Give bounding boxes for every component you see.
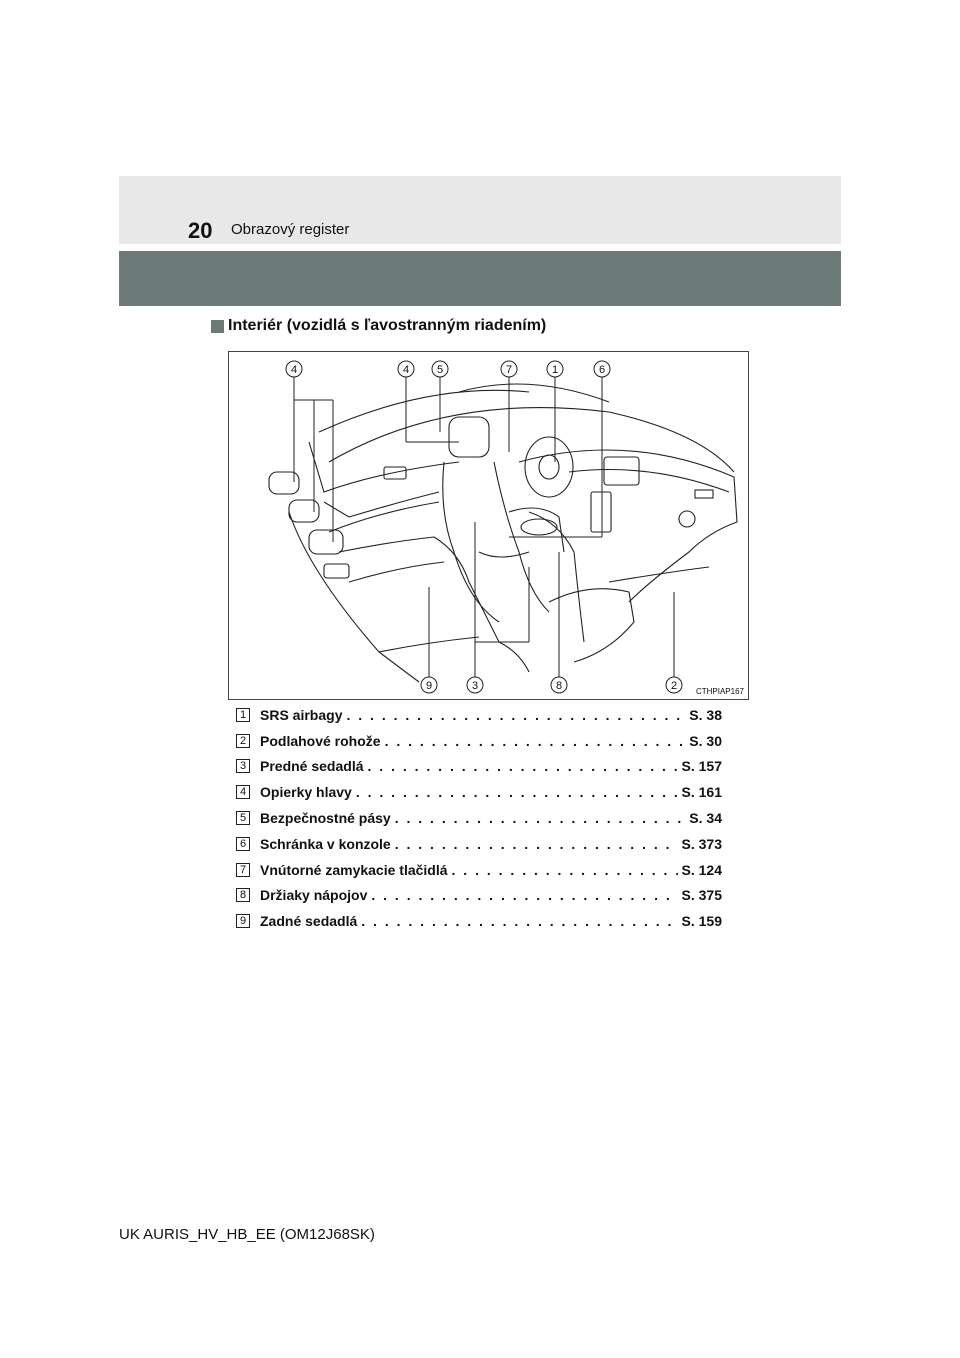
item-label: Opierky hlavy bbox=[260, 784, 352, 801]
header-bar bbox=[119, 176, 841, 244]
item-page-ref[interactable]: S. 30 bbox=[689, 732, 722, 749]
leader-dots: . . . . . . . . . . . . . . . . . . . . … bbox=[451, 861, 678, 878]
leader-dots: . . . . . . . . . . . . . . . . . . . . … bbox=[371, 887, 677, 904]
callout-label: 5 bbox=[437, 364, 443, 376]
item-number: 4 bbox=[236, 785, 250, 800]
list-item: 7 Vnútorné zamykacie tlačidlá . . . . . … bbox=[236, 857, 722, 883]
callout-label: 4 bbox=[291, 364, 297, 376]
item-page-ref[interactable]: S. 157 bbox=[681, 758, 722, 775]
leader-dots: . . . . . . . . . . . . . . . . . . . . … bbox=[361, 913, 677, 930]
item-label: SRS airbagy bbox=[260, 706, 343, 723]
leader-dots: . . . . . . . . . . . . . . . . . . . . … bbox=[346, 706, 685, 723]
page-heading-text: Interiér (vozidlá s ľavostranným riadení… bbox=[228, 317, 547, 334]
bullet-square-icon bbox=[211, 319, 224, 333]
item-label: Schránka v konzole bbox=[260, 835, 391, 852]
page-heading: Interiér (vozidlá s ľavostranným riadení… bbox=[211, 317, 546, 335]
callout-label: 1 bbox=[552, 364, 558, 376]
header-band bbox=[119, 251, 841, 306]
item-number: 8 bbox=[236, 888, 250, 903]
item-number: 7 bbox=[236, 862, 250, 877]
callout-label: 6 bbox=[599, 364, 605, 376]
item-number: 9 bbox=[236, 914, 250, 929]
leader-dots: . . . . . . . . . . . . . . . . . . . . … bbox=[384, 732, 686, 749]
list-item: 9 Zadné sedadlá . . . . . . . . . . . . … bbox=[236, 908, 722, 934]
item-number: 6 bbox=[236, 836, 250, 851]
item-list: 1 SRS airbagy . . . . . . . . . . . . . … bbox=[236, 702, 722, 934]
callout-label: 7 bbox=[506, 364, 512, 376]
footer-code: UK AURIS_HV_HB_EE (OM12J68SK) bbox=[119, 1226, 375, 1243]
leader-dots: . . . . . . . . . . . . . . . . . . . . … bbox=[367, 758, 678, 775]
page-number: 20 bbox=[188, 218, 213, 243]
list-item: 2 Podlahové rohože . . . . . . . . . . .… bbox=[236, 728, 722, 754]
callout-label: 9 bbox=[426, 680, 432, 692]
leader-dots: . . . . . . . . . . . . . . . . . . . . … bbox=[394, 810, 686, 827]
item-page-ref[interactable]: S. 373 bbox=[681, 835, 722, 852]
item-number: 2 bbox=[236, 733, 250, 748]
item-label: Bezpečnostné pásy bbox=[260, 810, 391, 827]
item-page-ref[interactable]: S. 38 bbox=[689, 706, 722, 723]
list-item: 8 Držiaky nápojov . . . . . . . . . . . … bbox=[236, 883, 722, 909]
item-number: 5 bbox=[236, 811, 250, 826]
item-label: Podlahové rohože bbox=[260, 732, 381, 749]
item-page-ref[interactable]: S. 159 bbox=[681, 913, 722, 930]
list-item: 1 SRS airbagy . . . . . . . . . . . . . … bbox=[236, 702, 722, 728]
item-page-ref[interactable]: S. 34 bbox=[689, 810, 722, 827]
item-label: Zadné sedadlá bbox=[260, 913, 358, 930]
callout-label: 2 bbox=[671, 680, 677, 692]
callout-label: 3 bbox=[472, 680, 478, 692]
list-item: 3 Predné sedadlá . . . . . . . . . . . .… bbox=[236, 754, 722, 780]
callout-label: 8 bbox=[556, 680, 562, 692]
item-page-ref[interactable]: S. 124 bbox=[681, 861, 722, 878]
section-title: Obrazový register bbox=[231, 221, 350, 238]
list-item: 4 Opierky hlavy . . . . . . . . . . . . … bbox=[236, 779, 722, 805]
item-label: Držiaky nápojov bbox=[260, 887, 368, 904]
leader-dots: . . . . . . . . . . . . . . . . . . . . … bbox=[394, 835, 678, 852]
list-item: 5 Bezpečnostné pásy . . . . . . . . . . … bbox=[236, 805, 722, 831]
leader-dots: . . . . . . . . . . . . . . . . . . . . … bbox=[355, 784, 678, 801]
item-number: 1 bbox=[236, 707, 250, 722]
item-label: Predné sedadlá bbox=[260, 758, 364, 775]
callout-label: 4 bbox=[403, 364, 409, 376]
interior-illustration: 4 4 5 7 1 6 9 3 8 2 CTHPIAP167 bbox=[228, 351, 749, 700]
list-item: 6 Schránka v konzole . . . . . . . . . .… bbox=[236, 831, 722, 857]
item-label: Vnútorné zamykacie tlačidlá bbox=[260, 861, 448, 878]
item-page-ref[interactable]: S. 375 bbox=[681, 887, 722, 904]
figure-code: CTHPIAP167 bbox=[695, 687, 744, 696]
item-number: 3 bbox=[236, 759, 250, 774]
item-page-ref[interactable]: S. 161 bbox=[681, 784, 722, 801]
interior-drawing: 4 4 5 7 1 6 9 3 8 2 bbox=[268, 360, 738, 694]
